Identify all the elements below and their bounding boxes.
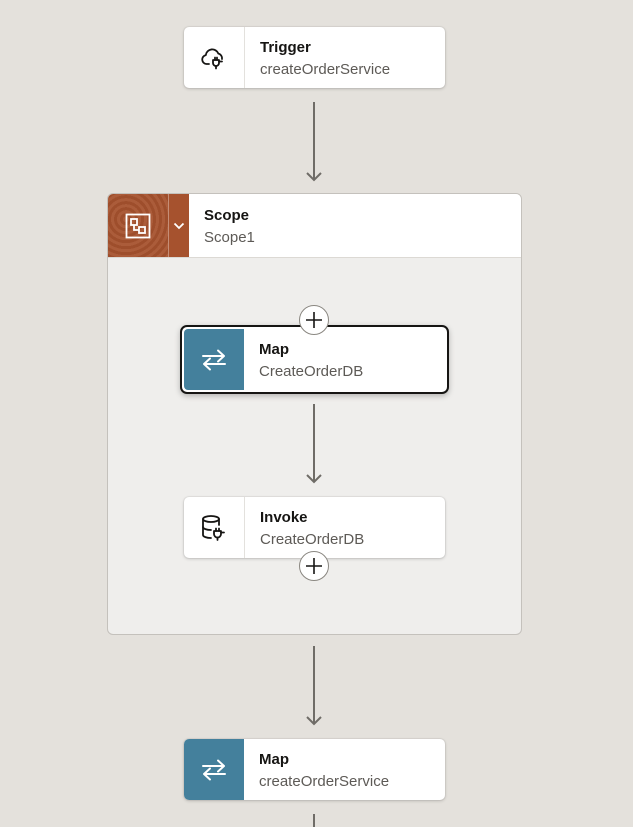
map-subtitle: createOrderService [259,773,390,790]
trigger-title: Trigger [260,39,311,56]
map-title: Map [259,341,289,358]
invoke-title: Invoke [260,509,308,526]
map-node-inner[interactable]: Map CreateOrderDB [180,325,449,394]
scope-icon [125,213,151,238]
map-subtitle: CreateOrderDB [259,363,364,380]
connector-arrow [306,404,322,484]
plus-icon [306,312,322,328]
scope-subtitle: Scope1 [204,229,255,246]
map-icon-box [184,739,244,800]
connector-line [313,814,315,827]
invoke-node[interactable]: Invoke CreateOrderDB [184,497,445,558]
plus-icon [306,558,322,574]
trigger-icon-box [184,27,245,88]
invoke-subtitle: CreateOrderDB [260,531,365,548]
map-node-outer[interactable]: Map createOrderService [184,739,445,800]
map-title: Map [259,751,289,768]
scope-title: Scope [204,207,250,224]
cloud-plug-icon [201,47,223,69]
connector-arrow [306,102,322,182]
database-plug-icon [202,514,225,541]
scope-header[interactable]: Scope Scope1 [108,194,521,258]
swap-arrows-icon [202,349,226,370]
add-step-button[interactable] [299,305,329,335]
trigger-node[interactable]: Trigger createOrderService [184,27,445,88]
collapse-toggle[interactable] [168,194,189,257]
invoke-icon-box [184,497,245,558]
add-step-button[interactable] [299,551,329,581]
chevron-down-icon [173,222,185,229]
map-icon-box [184,329,244,390]
connector-arrow [306,646,322,726]
scope-icon-box [108,194,168,257]
trigger-subtitle: createOrderService [260,61,391,78]
swap-arrows-icon [202,759,226,780]
